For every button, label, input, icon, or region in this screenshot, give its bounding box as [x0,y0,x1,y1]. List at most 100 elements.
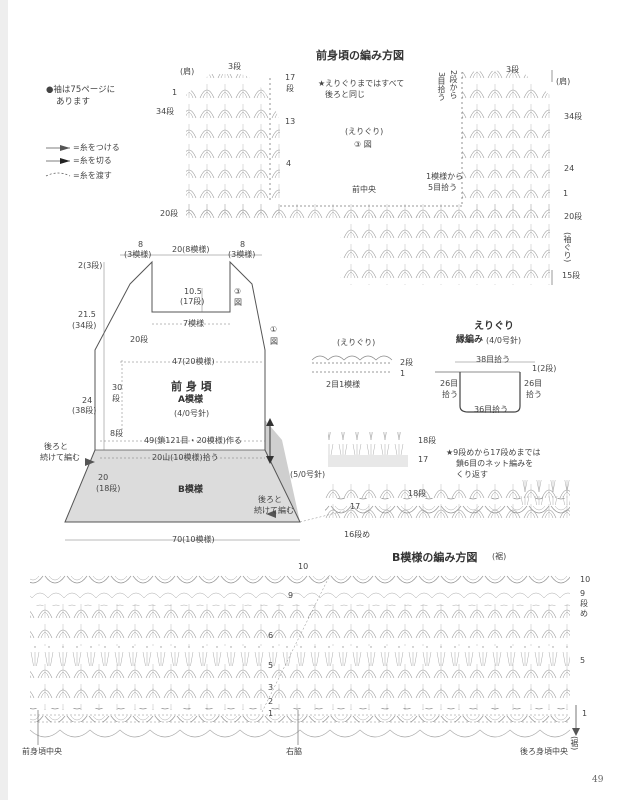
edge-title: えりぐり [474,321,514,332]
edge-row18: 18段 [418,436,437,445]
edge-note-3: くり返す [456,470,488,479]
b-pattern-side-detail [325,432,570,524]
top-1moyou-kara: 1模様から [426,172,464,181]
edge-row17b: 17 [350,502,361,511]
w47: 47(20模様) [172,357,215,366]
w8-b-sub: (3模様) [228,250,256,259]
top-2dan-kara: 2段から [449,70,458,100]
edge-row16: 16段め [344,530,371,539]
h2: 2(3段) [78,261,103,270]
bottom-title: B模様の編み方図 [392,551,478,564]
neckline-fig: ③ 図 [354,140,372,149]
bottom-r9: 9 [580,589,586,598]
bottom-label-9: 9 [288,591,294,600]
h24-sub: (38段) [72,406,97,415]
legend-symbols [45,145,71,177]
back-cont-l2: 続けて編む [40,453,80,462]
top-1-left: 1 [172,88,178,97]
d30: 30 [112,383,123,392]
d8dan: 8段 [110,429,124,438]
edge-pick26-l: 26目 [440,379,459,388]
body-name: 前 身 頃 [171,380,212,393]
top-13: 13 [285,117,296,126]
bottom-label-1: 1 [268,709,274,718]
neck-edging-detail [311,355,535,413]
bottom-side: 右脇 [286,747,302,756]
legend-cut: =糸を切る [73,156,112,165]
bottom-r9me: め [580,609,588,618]
edge-subtitle: 縁編み [456,335,484,345]
shoulder-right: (肩) [556,77,571,86]
h20-sub: (18段) [96,484,121,493]
gutter-shadow [0,0,8,800]
bottom-center-front: 前身頃中央 [22,747,62,756]
w8-a: 8 [138,240,144,249]
edge-row17: 17 [418,455,429,464]
legend-pass: =糸を渡す [73,171,112,180]
d30-b: 段 [112,394,120,403]
fig1-b: 図 [270,337,278,346]
hook-5: (5/0号針) [290,470,326,479]
edge-neck-label: (えりぐり) [337,338,376,347]
bottom-r5: 5 [580,656,586,665]
w20: 20(8模様) [172,245,210,254]
hook-4: (4/0号針) [174,409,210,418]
neck-w: 7模様 [183,319,205,328]
b-pattern-chart [29,572,580,745]
note-sleeve-2: あります [56,97,91,107]
back-cont-l: 後ろと [44,442,68,451]
bottom-r1: 1 [582,709,588,718]
top-20dan-left: 20段 [160,209,179,218]
top-24: 24 [564,164,575,173]
top-sodegui: (袖ぐり) [563,232,572,263]
edge-note-1: ★9段めから17段めまでは [446,448,541,457]
bottom-r10: 10 [580,575,591,584]
a-pattern: A模様 [178,395,203,405]
body-schematic [64,254,301,541]
edge-row18b: 18段 [408,489,427,498]
edge-pick26-r2: 拾う [526,390,542,399]
edge-rows: 1(2段) [532,364,557,373]
h21-5: 21.5 [78,310,96,319]
top-chart [186,70,553,285]
w49: 49(鎖121目・20模様)作る [144,436,242,445]
top-3dan: 3段 [228,62,242,71]
top-15dan: 15段 [562,271,581,280]
top-4: 4 [286,159,292,168]
top-3dan-right: 3段 [506,65,520,74]
b-pattern: B模様 [178,485,203,495]
top-1-right: 1 [563,189,569,198]
neckline-label: (えりぐり) [345,127,384,136]
bottom-label-2: 2 [268,697,274,706]
fig3: ③ [234,287,242,296]
top-20dan-right: 20段 [564,212,583,221]
top-5me-hirou: 5目拾う [428,183,458,192]
d20dan: 20段 [130,335,149,344]
h20: 20 [98,473,109,482]
top-34dan-left: 34段 [156,107,175,116]
edge-row1: 1 [400,369,406,378]
top-note-1: ★えりぐりまではすべて [318,79,405,88]
w20mountain: 20山(10模様)拾う [152,453,219,462]
top-dan: 段 [286,84,294,93]
bottom-label-6: 6 [268,631,274,640]
neck-h-sub: (17段) [180,297,205,306]
note-sleeve-1: ●袖は75ページに [46,85,116,95]
back-cont-r2: 続けて編む [254,506,294,515]
bottom-center-back: 後ろ身頃中央 [520,747,568,756]
top-34dan-right: 34段 [564,112,583,121]
edge-pick36: 36目拾う [474,405,509,414]
bottom-r-suso: (裾) [570,736,579,751]
back-cont-r: 後ろと [258,495,282,504]
bottom-title-sub: (裾) [492,552,507,561]
bottom-label-3: 3 [268,683,274,692]
edge-row2: 2段 [400,358,414,367]
fig1: ① [270,325,278,334]
bottom-r9dan: 段 [580,599,588,608]
fig3-b: 図 [234,298,242,307]
top-note-2: 後ろと同じ [325,90,365,99]
bottom-label-10: 10 [298,562,309,571]
h21-5-sub: (34段) [72,321,97,330]
